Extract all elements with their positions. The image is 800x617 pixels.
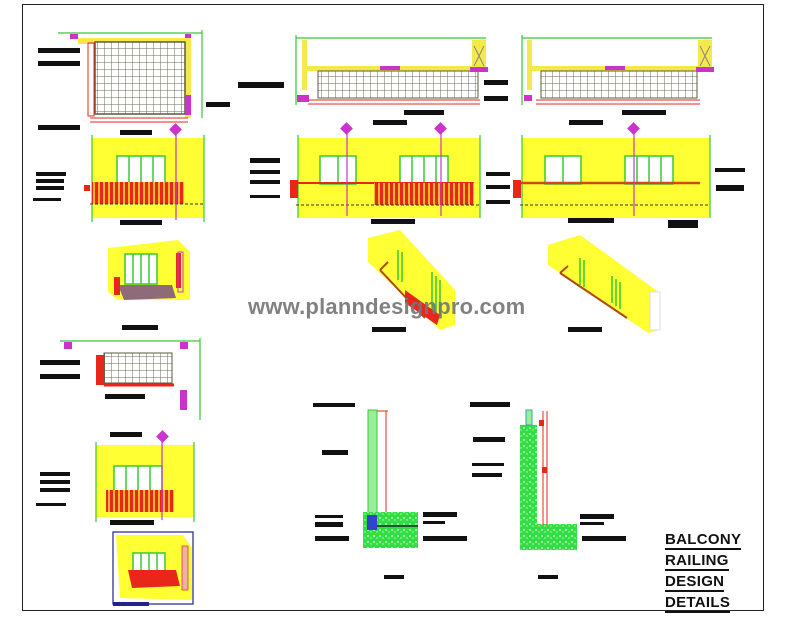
- plan-2: [238, 35, 508, 125]
- title-line-1: BALCONY: [665, 531, 742, 550]
- plan-4: [40, 338, 201, 420]
- drawing-title: BALCONY RAILING DESIGN DETAILS: [665, 530, 742, 614]
- plan-1: [38, 30, 230, 135]
- 3d-view-1: [108, 240, 190, 330]
- elevation-4: [36, 430, 195, 525]
- title-line-2: RAILING: [665, 552, 729, 571]
- elevation-1: [33, 123, 205, 225]
- 3d-view-3: [548, 235, 661, 333]
- plan-3: [521, 35, 714, 125]
- drawing-frame: [22, 4, 764, 611]
- watermark-text: www.planndesignpro.com: [248, 294, 526, 319]
- 3d-view-4: [112, 531, 194, 606]
- title-line-4: DETAILS: [665, 594, 731, 613]
- section-2: [470, 402, 626, 579]
- 3d-view-2: [368, 230, 455, 332]
- section-1: [313, 403, 467, 579]
- elevation-2: [250, 122, 510, 224]
- title-line-3: DESIGN: [665, 573, 725, 592]
- elevation-3: [513, 122, 745, 228]
